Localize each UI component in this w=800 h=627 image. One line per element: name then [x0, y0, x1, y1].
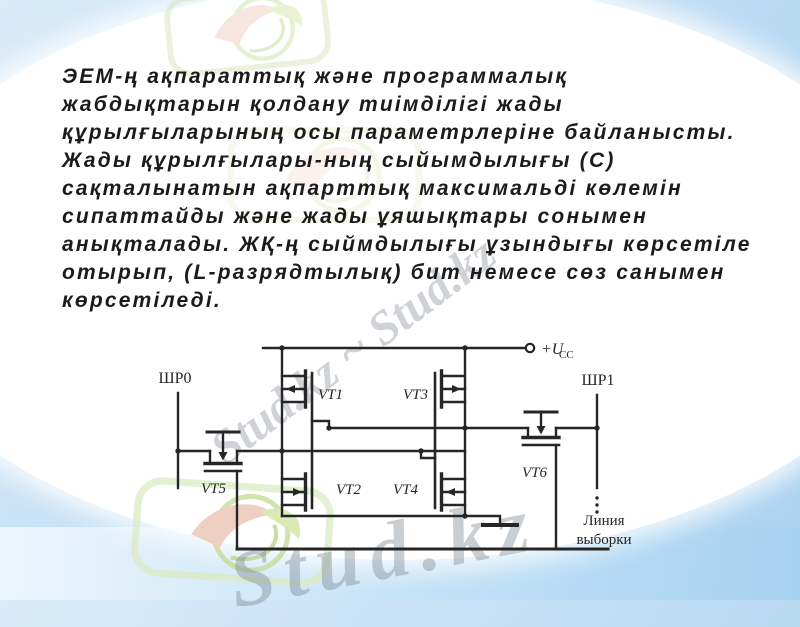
selection-line-label: Линия [583, 513, 624, 529]
vt3-arrow [452, 385, 461, 393]
paragraph-line: Жады құрылғылары-ның сыйымдылығы (С) [62, 149, 616, 172]
stud-kz-logo-icon [151, 0, 344, 81]
vt6-stubs [526, 426, 558, 438]
left-gate-tap [310, 419, 331, 430]
bitline-shr1-label: ШР1 [581, 372, 614, 389]
transistor-vt4-label: VT4 [393, 482, 419, 498]
vt4-arrow [446, 488, 455, 496]
paragraph-line: көрсетіледі. [62, 289, 222, 312]
vt5-stubs [208, 449, 239, 464]
transistor-vt3-label: VT3 [403, 387, 428, 403]
power-terminal-circle [524, 342, 536, 354]
paragraph-line: ЭЕМ-ң ақпараттық және программалық [62, 65, 569, 88]
transistor-vt5-label: VT5 [201, 481, 227, 497]
circuit-junctions [175, 345, 600, 519]
transistor-vt1-label: VT1 [318, 387, 343, 403]
vt5-arrow [218, 452, 228, 461]
paragraph-line: құрылғыларының осы параметрлеріне байлан… [62, 121, 736, 144]
ucc-label: +U [541, 341, 565, 358]
stud-kz-logo-icon [225, 120, 425, 230]
vt6-arrow [536, 426, 546, 435]
bitline-shr0-label: ШР0 [158, 370, 191, 387]
slide-paragraph: ЭЕМ-ң ақпараттық және программалық жабды… [62, 63, 762, 315]
white-slide-blob [0, 0, 800, 560]
sram-circuit-diagram: ШР0 ШР1 +U CC VT1 VT2 VT3 VT4 VT5 VT6 Ли… [158, 341, 632, 551]
paragraph-line: анықталады. ЖҚ-ң сыймдылығы ұзындығы көр… [62, 233, 752, 256]
transistor-vt6-label: VT6 [522, 465, 548, 481]
selection-line-label: выборки [576, 532, 631, 548]
paragraph-line: отырып, (L-разрядтылық) бит немесе сөз с… [62, 261, 726, 284]
ucc-subscript-label: CC [559, 349, 574, 361]
transistor-vt2-label: VT2 [336, 482, 362, 498]
paragraph-line: жабдықтарын қолдану тиімділігі жады [62, 93, 564, 116]
paragraph-line: сақталынатын ақпарттық максимальді көлем… [62, 177, 683, 200]
circuit-wires [176, 346, 610, 551]
vt1-arrow [286, 385, 295, 393]
paragraph-line: сипаттайды және жады ұяшықтары сонымен [62, 205, 648, 228]
vt2-arrow [293, 488, 302, 496]
